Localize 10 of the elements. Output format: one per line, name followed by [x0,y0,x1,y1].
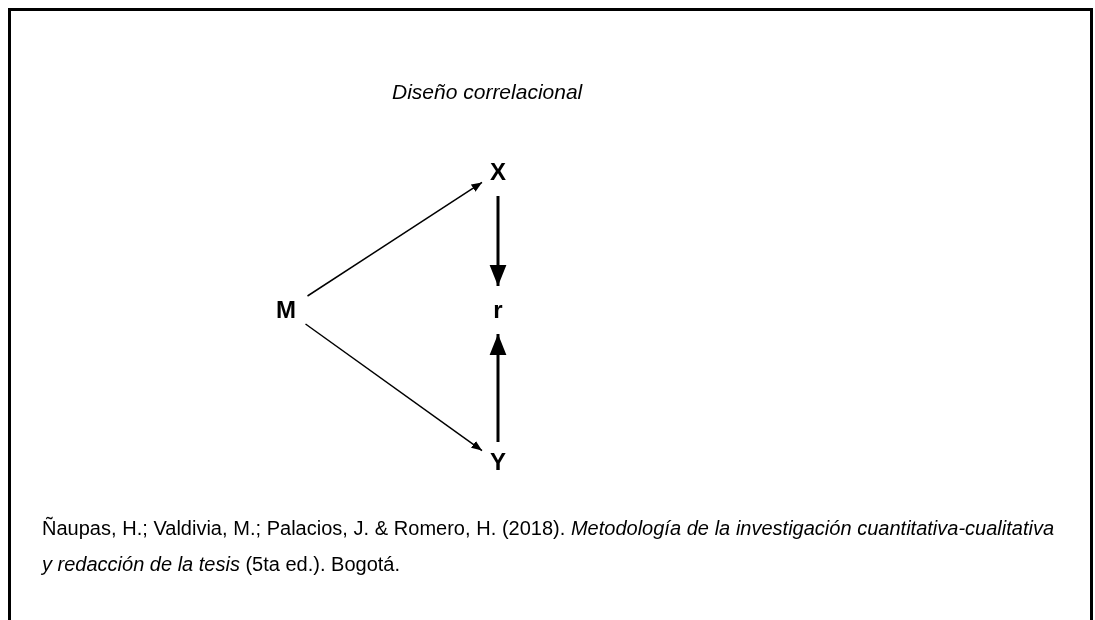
arrow [489,334,507,442]
variable-label: M [260,296,312,324]
variable-label: r [484,286,512,334]
diagram-title: Diseño correlacional [392,79,583,105]
arrow [304,323,483,452]
citation-text: Ñaupas, H.; Valdivia, M.; Palacios, J. & Romero, H. (2018). Metodología de la investigación cuantitativa-cualitativa y redacción de la tesis (5ta ed.). Bogotá. [42,515,1054,577]
arrow [306,181,483,297]
variable-label: Y [482,442,514,482]
variable-label: X [482,148,514,196]
arrow [489,196,507,286]
